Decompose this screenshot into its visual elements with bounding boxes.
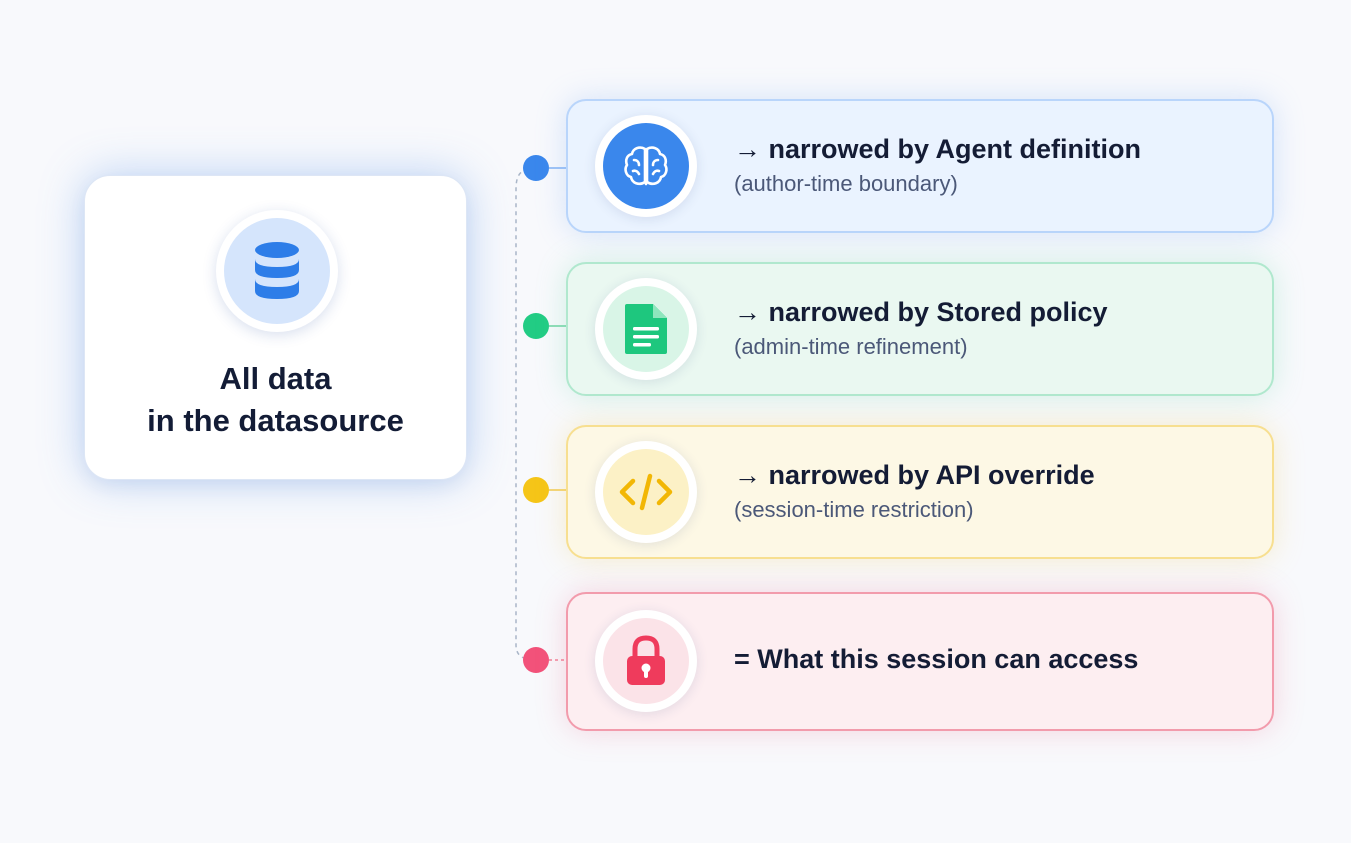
document-icon — [625, 304, 667, 354]
code-icon-badge — [595, 441, 697, 543]
datasource-title-line2: in the datasource — [147, 403, 404, 438]
api-override-subtitle: (session-time restriction) — [734, 497, 974, 522]
session-access-layer: = What this session can access — [566, 592, 1274, 731]
document-icon-badge — [595, 278, 697, 380]
database-icon-badge — [216, 210, 338, 332]
code-icon — [619, 473, 673, 511]
stored-policy-layer: → narrowed by Stored policy (admin-time … — [566, 262, 1274, 396]
agent-definition-subtitle: (author-time boundary) — [734, 171, 958, 196]
database-icon — [255, 242, 299, 299]
api-override-title: → narrowed by API override — [734, 460, 1095, 490]
lock-icon-badge — [595, 610, 697, 712]
lock-icon — [627, 635, 665, 685]
api-override-layer: → narrowed by API override (session-time… — [566, 425, 1274, 559]
agent-definition-layer: → narrowed by Agent definition (author-t… — [566, 99, 1274, 233]
datasource-title-line1: All data — [219, 361, 332, 396]
brain-icon — [624, 146, 668, 186]
datasource-card: All data in the datasource — [84, 175, 467, 480]
connector-node-api — [523, 477, 549, 503]
brain-icon-badge — [595, 115, 697, 217]
stored-policy-title: → narrowed by Stored policy — [734, 297, 1108, 327]
session-access-title: = What this session can access — [734, 644, 1139, 674]
connector-node-result — [523, 647, 549, 673]
connector-node-stored — [523, 313, 549, 339]
agent-definition-title: → narrowed by Agent definition — [734, 134, 1142, 164]
connector-node-agent — [523, 155, 549, 181]
datasource-title: All data in the datasource — [85, 358, 466, 442]
stored-policy-subtitle: (admin-time refinement) — [734, 334, 968, 359]
connector-line — [515, 167, 537, 661]
